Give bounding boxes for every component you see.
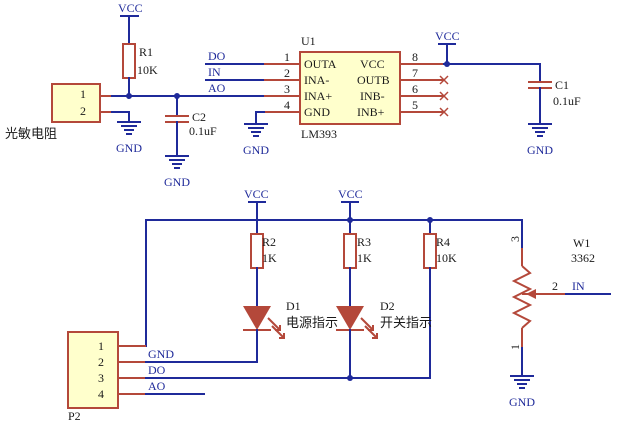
u1-pin1-num: 1 (284, 50, 290, 64)
u1-pin7-name: OUTB (357, 73, 390, 87)
u1-pin7-num: 7 (412, 66, 418, 80)
vcc-symbol-r2: VCC (244, 187, 269, 235)
p2-ref: P2 (68, 409, 81, 423)
gnd-symbol-c2: GND (164, 155, 190, 189)
gnd-label: GND (509, 395, 535, 409)
connector-p2: 1 2 3 4 P2 (67, 331, 146, 423)
c2-ref: C2 (192, 110, 206, 124)
p2-net-gnd: GND (148, 347, 174, 361)
gnd-symbol-w1: GND (509, 375, 535, 409)
vcc-label: VCC (435, 29, 460, 43)
u1-pin8-num: 8 (412, 50, 418, 64)
gnd-label: GND (243, 143, 269, 157)
c2-value: 0.1uF (189, 124, 217, 138)
resistor-r4: R4 10K (423, 233, 457, 269)
c1-ref: C1 (555, 78, 569, 92)
p2-pin1-num: 1 (98, 339, 104, 353)
vcc-symbol-u1: VCC (435, 29, 460, 65)
resistor-r3: R3 1K (343, 233, 372, 269)
r1-ref: R1 (139, 45, 153, 59)
capacitor-c2: C2 0.1uF (165, 95, 217, 157)
u1-pin2-name: INA- (304, 73, 329, 87)
resistor-r1: R1 10K (122, 43, 158, 79)
u1-pin5-name: INB+ (357, 105, 385, 119)
u1-pin4-name: GND (304, 105, 330, 119)
u1-pin2-num: 2 (284, 66, 290, 80)
p2-pin3-num: 3 (98, 371, 104, 385)
r4-ref: R4 (436, 235, 450, 249)
w1-pin2: 2 (552, 279, 558, 293)
photoresistor-label: 光敏电阻 (5, 127, 57, 142)
u1-pin3-num: 3 (284, 82, 290, 96)
vcc-symbol-r1: VCC (118, 1, 143, 45)
u1-part: LM393 (301, 127, 337, 141)
d2-ref: D2 (380, 299, 395, 313)
potentiometer-w1: 3 1 2 W1 3362 (508, 236, 595, 350)
r3-ref: R3 (357, 235, 371, 249)
gnd-label: GND (527, 143, 553, 157)
r2-ref: R2 (262, 235, 276, 249)
r3-value: 1K (357, 251, 372, 265)
led-d2: D2 开关指示 (336, 299, 432, 339)
r2-value: 1K (262, 251, 277, 265)
u1-pin1-name: OUTA (304, 57, 337, 71)
ic-u1-lm393: U1 1 2 3 4 OUTA INA- INA+ GND 8 7 6 5 VC… (264, 34, 444, 141)
p2-pin4-num: 4 (98, 387, 104, 401)
vcc-label: VCC (118, 1, 143, 15)
u1-ref: U1 (301, 34, 316, 48)
u1-pin6-name: INB- (360, 89, 385, 103)
w1-pin3: 3 (508, 236, 522, 242)
u1-pin5-num: 5 (412, 98, 418, 112)
gnd-symbol-photoresistor: GND (116, 121, 142, 155)
net-do-label: DO (208, 49, 226, 63)
u1-pin8-name: VCC (360, 57, 385, 71)
resistor-r2: R2 1K (250, 233, 277, 269)
w1-ref: W1 (573, 236, 590, 250)
net-in-label: IN (208, 65, 221, 79)
w1-value: 3362 (571, 251, 595, 265)
p2-pin2-num: 2 (98, 355, 104, 369)
no-connect-marks (439, 75, 449, 117)
capacitor-c1: C1 0.1uF (528, 63, 581, 125)
r4-value: 10K (436, 251, 457, 265)
d1-desc: 电源指示 (286, 316, 338, 331)
net-ao-label: AO (208, 81, 226, 95)
gnd-label: GND (164, 175, 190, 189)
vcc-label: VCC (244, 187, 269, 201)
led-d1: D1 电源指示 (243, 299, 338, 339)
photoresistor-pin2: 2 (80, 104, 86, 118)
d2-desc: 开关指示 (380, 316, 432, 331)
u1-pin4-num: 4 (284, 98, 290, 112)
photoresistor-connector: 1 2 光敏电阻 (5, 83, 112, 142)
u1-pin3-name: INA+ (304, 89, 332, 103)
gnd-symbol-c1: GND (527, 123, 553, 157)
vcc-label: VCC (338, 187, 363, 201)
gnd-symbol-u1: GND (243, 123, 269, 157)
d1-ref: D1 (286, 299, 301, 313)
p2-net-do: DO (148, 363, 166, 377)
photoresistor-pin1: 1 (80, 87, 86, 101)
gnd-label: GND (116, 141, 142, 155)
vcc-symbol-r3: VCC (338, 187, 363, 235)
c1-value: 0.1uF (553, 94, 581, 108)
u1-pin6-num: 6 (412, 82, 418, 96)
p2-net-ao: AO (148, 379, 166, 393)
w1-net-in: IN (572, 279, 585, 293)
w1-pin1: 1 (508, 344, 522, 350)
r1-value: 10K (137, 63, 158, 77)
